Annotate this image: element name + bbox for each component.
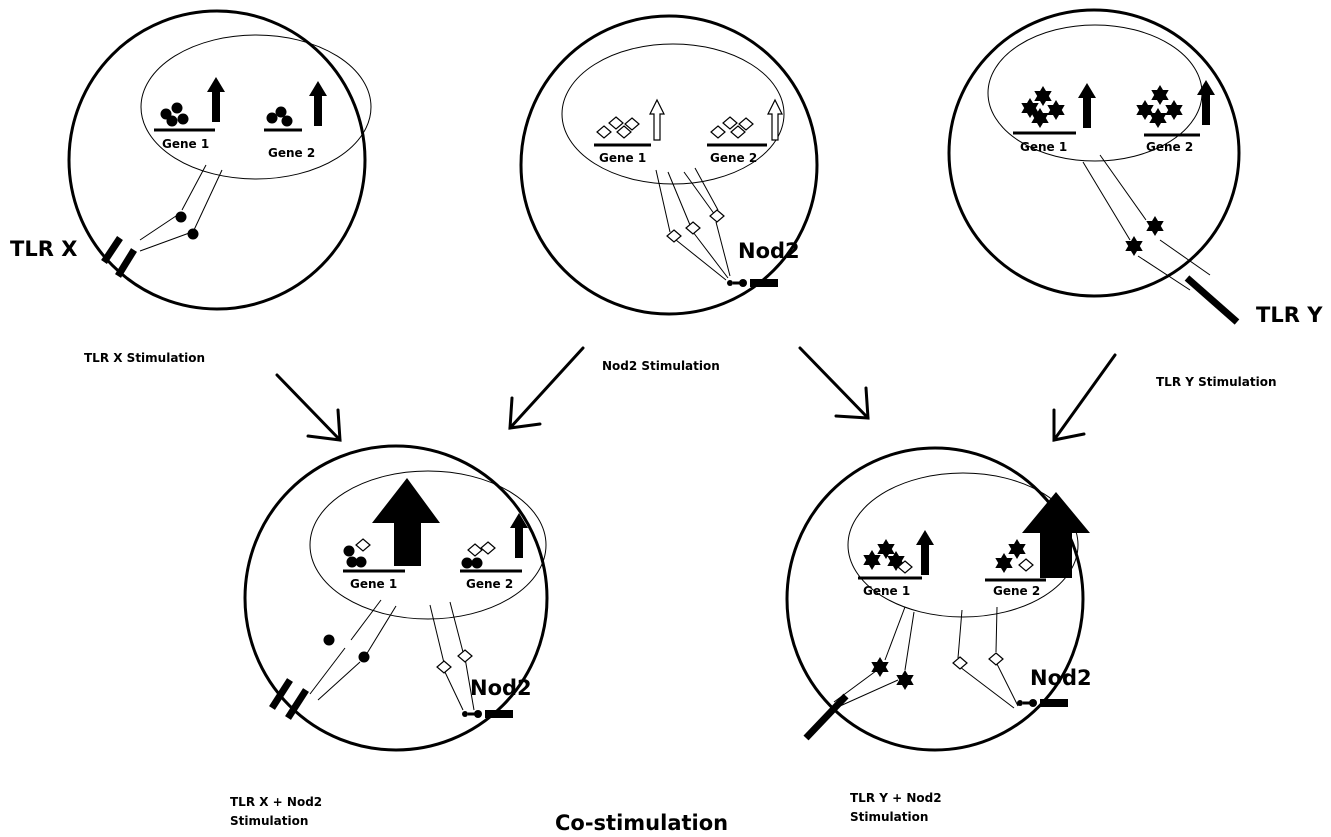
- receptor-label: TLR X: [10, 237, 77, 261]
- gene-1-label: Gene 1: [863, 584, 910, 598]
- signal-lines: [1082, 154, 1211, 291]
- gene-1-label: Gene 1: [599, 151, 646, 165]
- gene-1-label: Gene 1: [1020, 140, 1067, 154]
- expression-arrow-gene-1: [1078, 83, 1096, 128]
- cell-membrane: [243, 444, 549, 752]
- arrow-tlr-y-to-co2: [1052, 353, 1117, 442]
- expression-arrow-gene-2: [1197, 80, 1215, 125]
- ligand: [1125, 236, 1143, 256]
- tf-complex-gene-2: [710, 116, 754, 139]
- receptor-label: TLR Y: [1256, 303, 1323, 327]
- stimulation-caption-line-2: Stimulation: [230, 814, 308, 828]
- tf-complex-gene-1: [596, 116, 640, 139]
- nucleus: [309, 470, 547, 620]
- expression-arrow-gene-1: [916, 530, 934, 575]
- ligand: [175, 211, 187, 223]
- tlr-y-receptor: [1184, 275, 1240, 325]
- cell-tlr-y-nod2: Gene 1 Gene 2 Nod2 TLR Y + Nod2 Stimulat…: [785, 446, 1092, 824]
- gene-2-label: Gene 2: [1146, 140, 1193, 154]
- nucleus: [847, 472, 1079, 618]
- ligand: [323, 634, 335, 646]
- cell-membrane: [519, 14, 819, 316]
- flow-arrows: [275, 346, 1117, 442]
- tf-complex-gene-1: [160, 102, 189, 127]
- tf-complex-gene-1: [863, 539, 913, 574]
- expression-arrow-gene-1: [649, 99, 665, 141]
- cell-tlr-x-nod2: Gene 1 Gene 2 Nod2 TLR X + Nod2 Stimulat…: [230, 444, 549, 828]
- tlr-x-receptor: [269, 678, 309, 720]
- ligand: [988, 652, 1004, 666]
- ligand: [896, 670, 914, 690]
- cell-membrane: [947, 8, 1241, 298]
- ligand: [666, 229, 682, 243]
- signal-lines: [139, 164, 223, 252]
- stimulation-caption: TLR X Stimulation: [84, 351, 205, 365]
- tf-complex-gene-2: [461, 541, 496, 569]
- expression-arrow-gene-2-large: [1022, 492, 1090, 578]
- nucleus: [140, 34, 372, 180]
- ligand: [187, 228, 199, 240]
- arrow-nod2-to-co1: [508, 346, 585, 430]
- stimulation-caption-line-2: Stimulation: [850, 810, 928, 824]
- expression-arrow-gene-1: [207, 77, 225, 122]
- stimulation-caption: Nod2 Stimulation: [602, 359, 720, 373]
- gene-2-label: Gene 2: [993, 584, 1040, 598]
- signal-lines: [309, 599, 475, 711]
- signal-lines: [655, 167, 731, 281]
- ligand: [358, 651, 370, 663]
- receptor-label: Nod2: [1030, 666, 1092, 690]
- ligand: [952, 656, 968, 670]
- gene-2-label: Gene 2: [710, 151, 757, 165]
- cell-tlr-x: Gene 1 Gene 2 TLR X TLR X Stimulation: [10, 9, 372, 365]
- nod2-receptor: [725, 277, 780, 289]
- tlr-x-receptor: [101, 236, 137, 278]
- stimulation-caption-line-1: TLR Y + Nod2: [850, 791, 942, 805]
- ligand: [1146, 216, 1164, 236]
- gene-1-label: Gene 1: [350, 577, 397, 591]
- arrow-nod2-to-co2: [798, 346, 870, 420]
- stimulation-caption: TLR Y Stimulation: [1156, 375, 1277, 389]
- ligand: [457, 649, 473, 663]
- nod2-receptor: [1015, 697, 1070, 709]
- tf-complex-gene-1: [343, 538, 371, 568]
- gene-2-label: Gene 2: [268, 146, 315, 160]
- cell-membrane: [67, 9, 367, 311]
- gene-2-label: Gene 2: [466, 577, 513, 591]
- expression-arrow-gene-1-large: [372, 478, 440, 566]
- ligand: [685, 221, 701, 235]
- cell-nod2: Gene 1 Gene 2 Nod2 Nod2 Stimulation: [519, 14, 819, 373]
- tf-complex-gene-2: [266, 106, 293, 127]
- tf-complex-gene-1: [1021, 86, 1065, 128]
- stimulation-caption-line-1: TLR X + Nod2: [230, 795, 322, 809]
- cell-tlr-y: Gene 1 Gene 2 TLR Y TLR Y Stimulation: [947, 8, 1323, 389]
- arrow-tlr-x-to-co1: [275, 373, 342, 442]
- receptor-label: Nod2: [470, 676, 532, 700]
- figure-title: Co-stimulation: [555, 811, 728, 835]
- tlr-y-receptor: [803, 693, 849, 741]
- ligand: [436, 660, 452, 674]
- tf-complex-gene-2: [1136, 85, 1183, 128]
- tf-complex-gene-2: [995, 539, 1034, 573]
- nod2-receptor: [460, 708, 515, 720]
- ligand: [871, 657, 889, 677]
- gene-1-label: Gene 1: [162, 137, 209, 151]
- cell-membrane: [785, 446, 1085, 752]
- receptor-label: Nod2: [738, 239, 800, 263]
- signal-lines: [833, 606, 1019, 709]
- expression-arrow-gene-2: [309, 81, 327, 126]
